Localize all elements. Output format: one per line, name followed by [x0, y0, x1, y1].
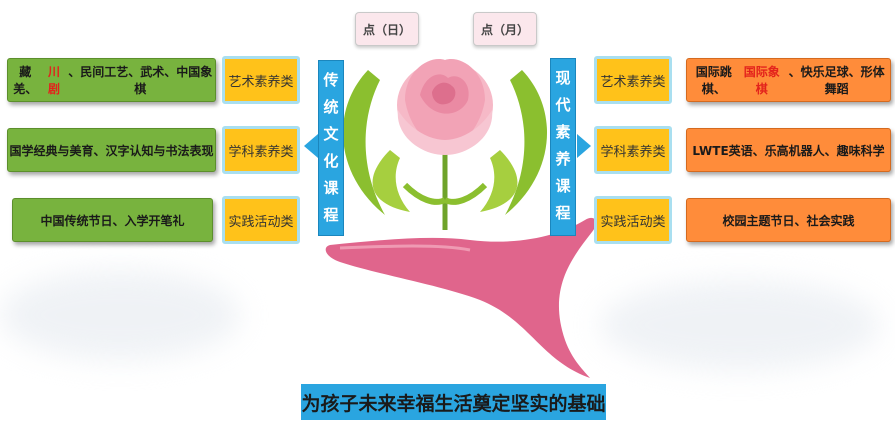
title-char: 统 — [323, 98, 339, 116]
item-text: 国学经典与美育、汉字认知与书法表现 — [9, 143, 214, 158]
item-text: 国际跳棋、 — [695, 65, 732, 96]
title-char: 素 — [555, 123, 571, 141]
traditional-item-subject: 国学经典与美育、汉字认知与书法表现 — [7, 128, 216, 172]
title-char: 程 — [323, 206, 339, 224]
highlight-text: 国际象棋 — [743, 65, 780, 96]
traditional-item-practice: 中国传统节日、入学开笔礼 — [12, 198, 213, 242]
title-char: 现 — [555, 69, 571, 87]
rose-flower-icon — [397, 59, 493, 155]
item-text: 藏羌、 — [13, 65, 38, 96]
title-char: 程 — [555, 204, 571, 222]
item-text: 、快乐足球、形体舞蹈 — [788, 65, 885, 96]
modern-category-subject: 学科素养类 — [594, 126, 672, 174]
title-char: 化 — [323, 152, 339, 170]
background-smudge — [0, 270, 240, 360]
modern-item-art: 国际跳棋、国际象棋、快乐足球、形体舞蹈 — [686, 58, 891, 102]
top-label-day: 点（日） — [355, 12, 419, 46]
item-text: 中国传统节日、入学开笔礼 — [40, 213, 185, 228]
modern-item-subject: LWTE英语、乐高机器人、趣味科学 — [686, 128, 891, 172]
highlight-text: 川剧 — [48, 65, 61, 96]
open-hand-icon — [325, 217, 596, 378]
top-label-month: 点（月） — [473, 12, 537, 46]
title-char: 课 — [555, 177, 571, 195]
modern-course-title: 现代素养课程 — [550, 58, 576, 236]
background-smudge — [600, 280, 880, 370]
title-char: 文 — [323, 125, 339, 143]
modern-category-practice: 实践活动类 — [594, 196, 672, 244]
right-arrow-icon — [577, 134, 591, 158]
title-char: 课 — [323, 179, 339, 197]
left-arrow-icon — [304, 134, 318, 158]
leaves-icon — [342, 70, 548, 230]
item-text: 、民间工艺、武术、中国象棋 — [68, 65, 213, 96]
title-char: 养 — [555, 150, 571, 168]
modern-item-practice: 校园主题节日、社会实践 — [686, 198, 891, 242]
modern-category-art: 艺术素养类 — [594, 56, 672, 104]
item-text: 校园主题节日、社会实践 — [722, 213, 855, 228]
title-char: 代 — [555, 96, 571, 114]
slogan-banner: 为孩子未来幸福生活奠定坚实的基础 — [301, 384, 606, 420]
traditional-category-art: 艺术素养类 — [222, 56, 300, 104]
traditional-item-art: 藏羌、川剧、民间工艺、武术、中国象棋 — [7, 58, 216, 102]
traditional-category-practice: 实践活动类 — [222, 196, 300, 244]
item-text: LWTE英语、乐高机器人、趣味科学 — [692, 143, 885, 158]
title-char: 传 — [323, 71, 339, 89]
traditional-course-title: 传统文化课程 — [318, 60, 344, 236]
traditional-category-subject: 学科素养类 — [222, 126, 300, 174]
